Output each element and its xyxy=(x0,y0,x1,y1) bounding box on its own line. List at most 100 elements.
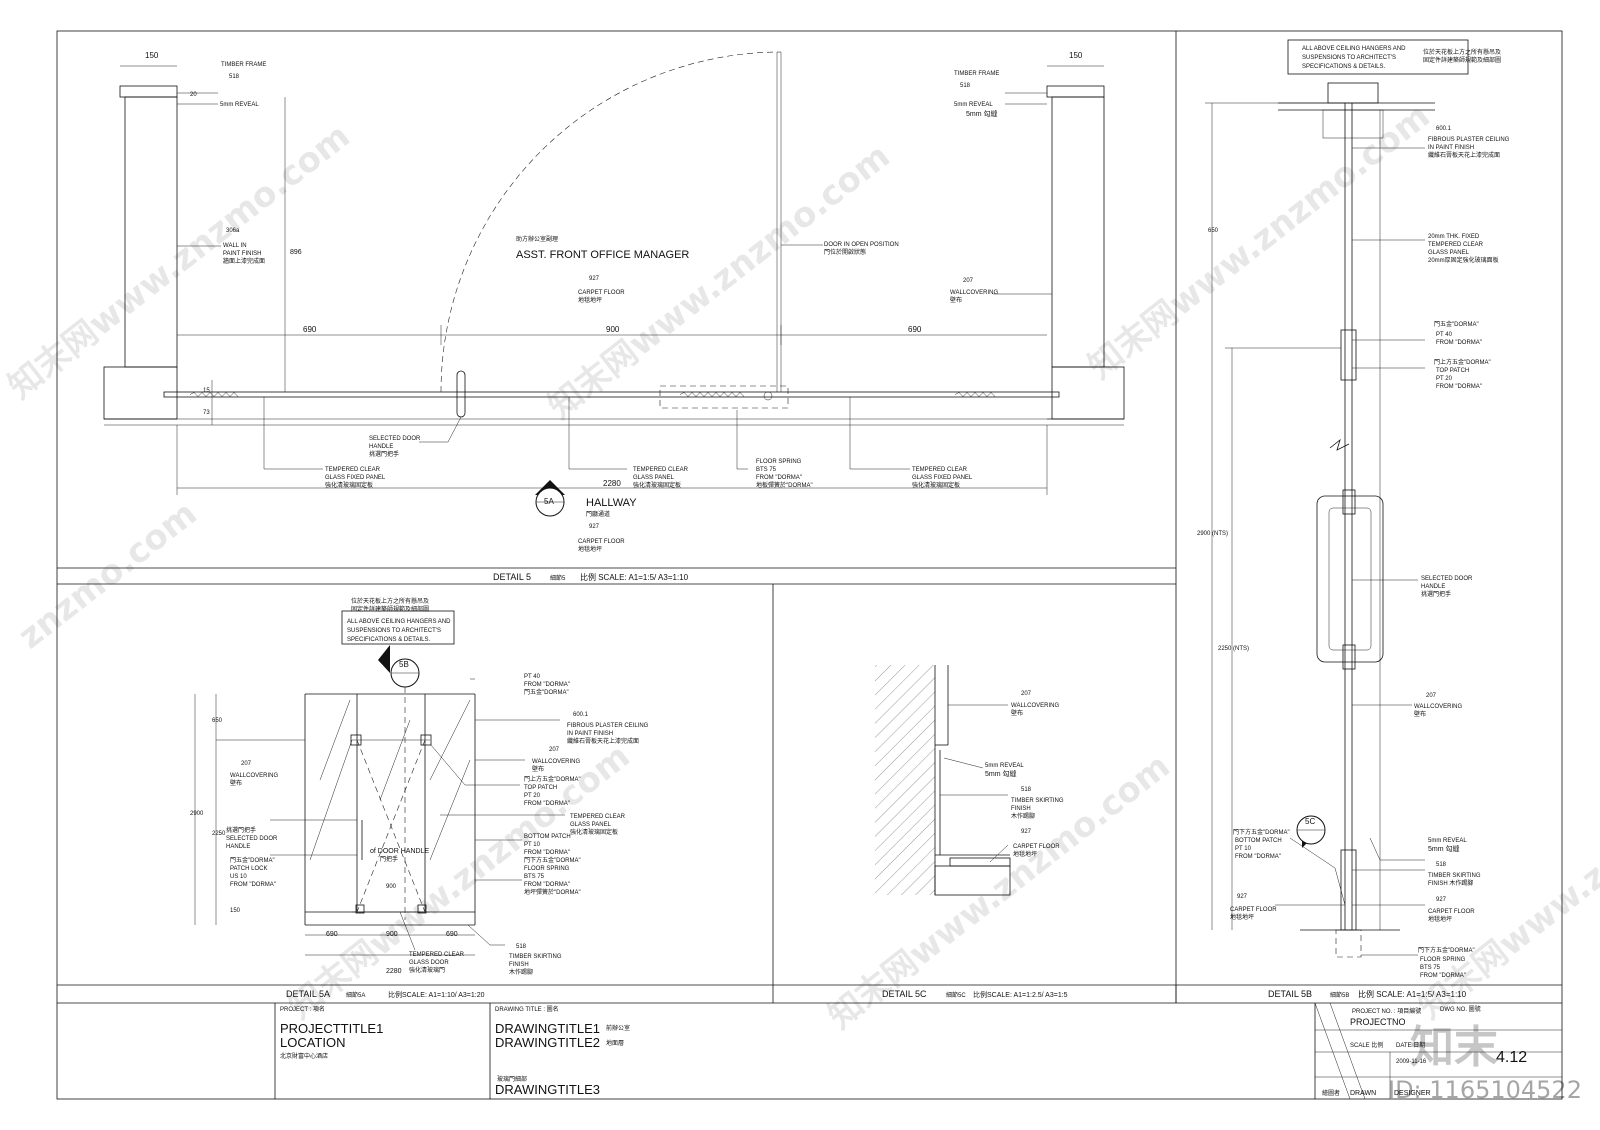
brand-logo: 知末 xyxy=(1410,1022,1498,1073)
label-handle-cn: 挑選門把手 xyxy=(226,826,256,834)
label-glass-panel: TEMPERED CLEAR xyxy=(633,467,689,473)
tag-518: 518 xyxy=(1021,787,1032,793)
tag-600-1: 600.1 xyxy=(1436,126,1452,132)
label-skirting-cn: 木作踢腳 xyxy=(1011,812,1035,820)
detail-5-scale: 比例 SCALE: A1=1:5/ A3=1:10 xyxy=(580,572,689,582)
label-of-door-handle: of DOOR HANDLE xyxy=(370,848,429,855)
watermark-text: znzmo.com xyxy=(11,494,205,658)
detail-5a-scale: 比例SCALE: A1=1:10/ A3=1:20 xyxy=(388,990,485,999)
label-hallway: HALLWAY xyxy=(586,497,637,509)
label-glass-door: TEMPERED CLEAR xyxy=(409,952,465,958)
label-skirting-2: FINISH xyxy=(509,962,529,968)
detail-5-labels: 150 150 TIMBER FRAME 518 5mm REVEAL 20 3… xyxy=(145,51,1083,582)
drawing-title-label: DRAWING TITLE : 圖名 xyxy=(495,1005,559,1013)
drawing-title-3-cn: 玻璃門細部 xyxy=(497,1075,527,1083)
tag-927: 927 xyxy=(1021,829,1032,835)
label-reveal: 5mm REVEAL xyxy=(220,102,259,108)
detail-5a-title-cn: 細節5A xyxy=(346,991,365,999)
label-bottom-cn: 門下方五金"DORMA" xyxy=(1233,828,1290,836)
label-patch-lock-2: US 10 xyxy=(230,874,247,880)
label-wall-cn: 牆面上漆完成面 xyxy=(223,257,265,265)
label-door-open-cn: 門位於開啟狀態 xyxy=(824,248,866,256)
watermark-text: 知末网www.znzmo.com xyxy=(281,736,638,1027)
label-door-open: DOOR IN OPEN POSITION xyxy=(824,242,899,248)
detail-5-plan xyxy=(103,51,1125,517)
label-glass-2: TEMPERED CLEAR xyxy=(1428,242,1484,248)
dim-896: 896 xyxy=(290,249,302,256)
label-floor-spring-2: BTS 75 xyxy=(756,467,777,473)
label-wallcovering: WALLCOVERING xyxy=(1011,703,1059,709)
label-spring-3: FROM "DORMA" xyxy=(1420,973,1466,979)
label-carpet-cn: 地毯地坪 xyxy=(578,296,602,304)
tag-207: 207 xyxy=(963,278,974,284)
project-name-cn: 北京財富中心酒店 xyxy=(280,1052,328,1060)
detail-5c-section xyxy=(875,665,1011,896)
tag-927-hall: 927 xyxy=(589,524,600,530)
label-wallcovering-cn: 壁布 xyxy=(1011,709,1023,717)
label-pt40-cn: 門五金"DORMA" xyxy=(524,688,569,696)
label-glass-panel: TEMPERED CLEAR xyxy=(570,814,626,820)
label-skirting: TIMBER SKIRTING xyxy=(1011,798,1064,804)
label-fibrous-cn: 纖維石膏板天花上漆完成面 xyxy=(1428,151,1500,159)
label-bottom-3: FROM "DORMA" xyxy=(1235,854,1281,860)
detail-5b-labels: ALL ABOVE CEILING HANGERS AND SUSPENSION… xyxy=(1197,46,1510,999)
tag-207: 207 xyxy=(1021,691,1032,697)
room-name: ASST. FRONT OFFICE MANAGER xyxy=(516,249,689,261)
label-glass-3: GLASS PANEL xyxy=(1428,250,1470,256)
watermark-text: 知末网www.znzmo.com xyxy=(1,116,358,407)
label-fibrous-2: IN PAINT FINISH xyxy=(567,731,613,737)
label-handle: SELECTED DOOR xyxy=(226,836,278,842)
detail-5c-scale: 比例SCALE: A1=1:2.5/ A3=1:5 xyxy=(973,990,1068,999)
label-bottom: BOTTOM PATCH xyxy=(1235,838,1282,844)
detail-5b-title: DETAIL 5B xyxy=(1268,989,1312,999)
project-label: PROJECT : 項名 xyxy=(280,1005,325,1013)
label-fibrous: FIBROUS PLASTER CEILING xyxy=(567,723,649,729)
label-glass-fixed-2: GLASS FIXED PANEL xyxy=(325,475,386,481)
note-2: SUSPENSIONS TO ARCHITECT'S xyxy=(347,628,441,634)
detail-5c-title: DETAIL 5C xyxy=(882,989,927,999)
tag-518: 518 xyxy=(1436,862,1447,868)
section-tag-5a: 5A xyxy=(544,497,554,506)
label-floor-spring-cn: 地板彈簧於"DORMA" xyxy=(756,481,813,489)
tag-927-r: 927 xyxy=(1436,897,1447,903)
detail-5-title-cn: 細節5 xyxy=(550,574,566,582)
dim-900: 900 xyxy=(386,931,398,938)
label-glass-fixed: TEMPERED CLEAR xyxy=(325,467,381,473)
label-top-cn: 門上方五金"DORMA" xyxy=(1434,358,1491,366)
label-patch-cn: 門五金"DORMA" xyxy=(230,856,275,864)
label-carpet: CARPET FLOOR xyxy=(1013,844,1060,850)
note-3: SPECIFICATIONS & DETAILS. xyxy=(347,637,430,643)
tag-518: 518 xyxy=(229,74,240,80)
note-3: SPECIFICATIONS & DETAILS. xyxy=(1302,64,1385,70)
label-wallcovering-l-cn: 壁布 xyxy=(230,779,242,787)
label-handle-2: HANDLE xyxy=(1421,584,1445,590)
label-wall: WALL IN xyxy=(223,243,247,249)
label-top: TOP PATCH xyxy=(1436,368,1469,374)
label-pt40: PT 40 xyxy=(524,674,541,680)
label-reveal-cn: 5mm 勾縫 xyxy=(1428,844,1460,853)
drawing-title-2: DRAWINGTITLE2 xyxy=(495,1035,600,1050)
label-fibrous-2: IN PAINT FINISH xyxy=(1428,145,1474,151)
label-reveal-r: 5mm REVEAL xyxy=(954,102,993,108)
detail-5b-title-cn: 細節5B xyxy=(1330,991,1349,999)
label-top-patch: TOP PATCH xyxy=(524,785,557,791)
label-reveal: 5mm REVEAL xyxy=(1428,838,1467,844)
label-glass-panel-cn: 強化清玻璃固定板 xyxy=(570,828,618,836)
project-no-label: PROJECT NO. : 項目編號 xyxy=(1352,1007,1421,1015)
note-cn-2: 固定件詳建築師規範及細部圖 xyxy=(1423,56,1501,64)
note-cn-1: 位於天花板上方之所有懸吊及 xyxy=(1423,48,1501,56)
label-patch-lock-3: FROM "DORMA" xyxy=(230,882,276,888)
label-bottom-patch-3: FROM "DORMA" xyxy=(524,850,570,856)
label-handle-2: HANDLE xyxy=(226,844,250,850)
detail-5b-scale: 比例 SCALE: A1=1:5/ A3=1:10 xyxy=(1358,989,1467,999)
room-name-cn: 助方辦公室副理 xyxy=(516,235,558,243)
label-wall-2: PAINT FINISH xyxy=(223,251,261,257)
label-patch-lock: PATCH LOCK xyxy=(230,866,267,872)
image-id-label: ID: 1165104522 xyxy=(1388,1076,1582,1104)
label-timber-frame-r: TIMBER FRAME xyxy=(954,71,999,77)
label-top-patch-cn: 門上方五金"DORMA" xyxy=(524,775,581,783)
label-skirting-2: FINISH xyxy=(1011,806,1031,812)
label-wallcovering-l: WALLCOVERING xyxy=(230,773,278,779)
dim-2900: 2900 xyxy=(190,811,204,817)
detail-5a-title: DETAIL 5A xyxy=(286,989,330,999)
